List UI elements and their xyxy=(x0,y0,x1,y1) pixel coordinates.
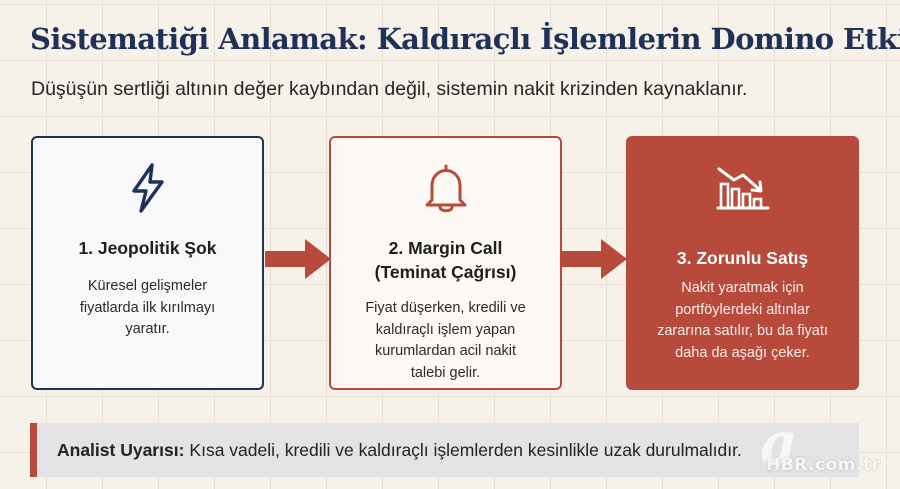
step-card-margin-call: 2. Margin Call (Teminat Çağrısı) Fiyat d… xyxy=(329,136,562,390)
hbr-watermark-logo: a HBR.com.tr xyxy=(728,409,896,485)
step-title: 1. Jeopolitik Şok xyxy=(78,238,217,258)
page-title: Sistematiği Anlamak: Kaldıraçlı İşlemler… xyxy=(30,22,900,56)
warning-label: Analist Uyarısı: xyxy=(57,439,185,460)
declining-chart-icon xyxy=(628,162,857,214)
watermark-text: HBR.com.tr xyxy=(766,455,881,475)
analyst-warning-box: Analist Uyarısı: Kısa vadeli, kredili ve… xyxy=(30,423,859,477)
page-subtitle: Düşüşün sertliği altının değer kaybından… xyxy=(31,78,748,100)
step-description: Fiyat düşerken, kredili ve kaldıraçlı iş… xyxy=(365,300,526,381)
bell-icon xyxy=(331,162,560,214)
step-title: 3. Zorunlu Satış xyxy=(676,248,809,268)
step-card-forced-sale: 3. Zorunlu Satış Nakit yaratmak için por… xyxy=(626,136,859,390)
step-title: 2. Margin Call (Teminat Çağrısı) xyxy=(374,238,517,282)
warning-text: Kısa vadeli, kredili ve kaldıraçlı işlem… xyxy=(189,439,742,460)
step-description: Nakit yaratmak için portföylerdeki altın… xyxy=(657,280,828,361)
watermark-letter: a xyxy=(760,409,798,477)
flow-arrow-icon xyxy=(561,238,629,280)
flow-arrow-icon xyxy=(265,238,333,280)
lightning-icon xyxy=(33,162,262,214)
step-card-geopolitical-shock: 1. Jeopolitik Şok Küresel gelişmeler fiy… xyxy=(31,136,264,390)
step-description: Küresel gelişmeler fiyatlarda ilk kırılm… xyxy=(79,278,216,337)
